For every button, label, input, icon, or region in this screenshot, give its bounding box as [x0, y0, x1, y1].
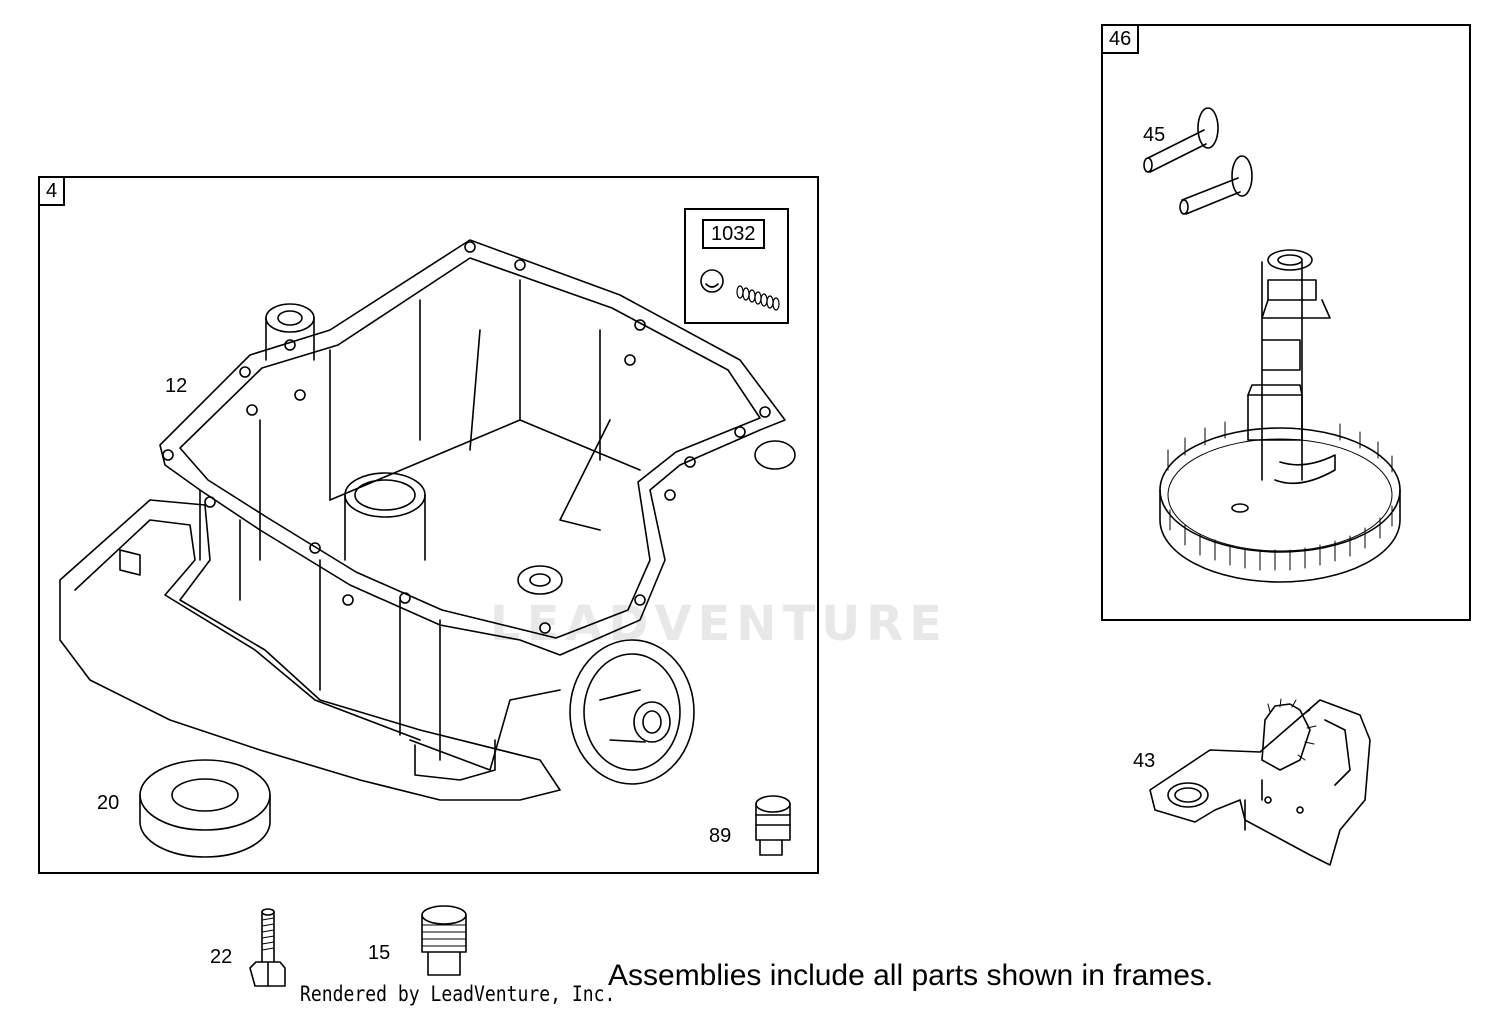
kit-tag-1032: 1032: [702, 219, 765, 249]
camshaft-gear-part: [1160, 250, 1400, 582]
frame-tag-46: 46: [1103, 26, 1140, 54]
check-ball-spring-part: [701, 270, 779, 310]
kit-frame-1032: [684, 208, 789, 324]
render-credit: Rendered by LeadVenture, Inc.: [300, 982, 616, 1006]
sump-cover-part: [60, 240, 795, 800]
governor-assembly-part: [1150, 699, 1370, 865]
callout-20: 20: [97, 792, 120, 814]
oil-seal-part: [140, 760, 270, 857]
callout-22: 22: [210, 946, 233, 968]
frame-tag-4: 4: [40, 178, 66, 206]
assembly-note: Assemblies include all parts shown in fr…: [608, 959, 1214, 992]
plug-15-part: [422, 906, 466, 975]
assembly-frame-46: 46: [1101, 24, 1471, 621]
plug-89-part: [756, 796, 790, 855]
callout-15: 15: [368, 942, 391, 964]
callout-43: 43: [1133, 750, 1156, 772]
bolt-22-part: [250, 909, 285, 986]
assembly-frame-4: 4: [38, 176, 819, 874]
callout-12: 12: [165, 375, 188, 397]
valve-tappets-part: [1144, 108, 1252, 214]
watermark: LEADVENTURE: [490, 596, 948, 652]
callout-45: 45: [1143, 124, 1166, 146]
callout-89: 89: [709, 825, 732, 847]
